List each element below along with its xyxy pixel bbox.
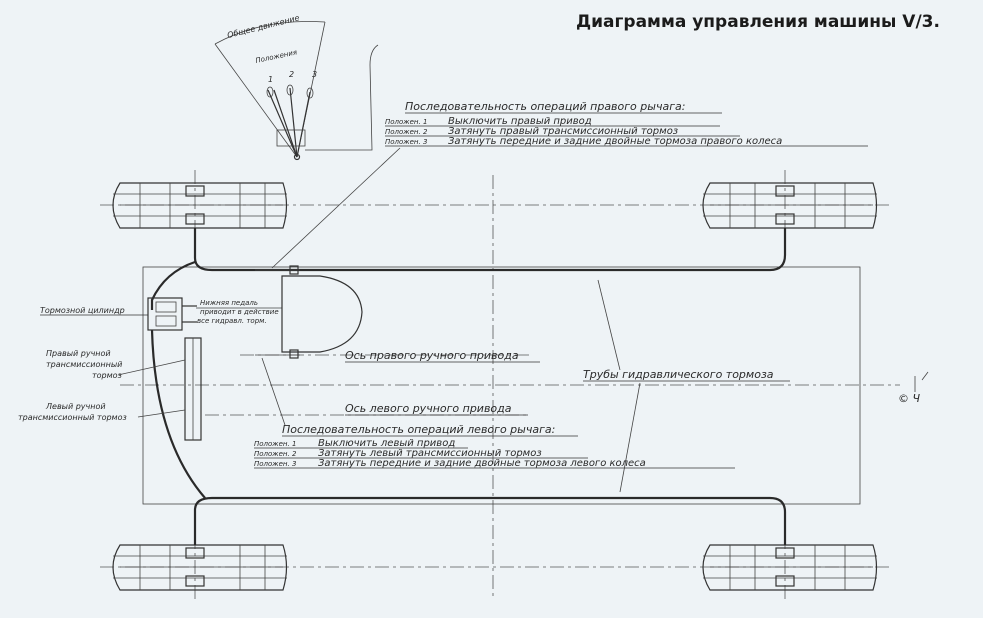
general-motion-label: Общее движение [226, 13, 300, 40]
right-step-2-pos: Положен. 2 [385, 128, 428, 136]
left-step-2-text: Затянуть левый трансмиссионный тормоз [318, 448, 542, 459]
brake-drum [775, 213, 795, 225]
brake-cylinder-assembly: Нижняя педаль приводит в действие все ги… [40, 297, 282, 331]
brake-drum [185, 575, 205, 587]
lever-knob-2 [286, 84, 294, 96]
pedal-label-3: все гидравл. торм. [197, 317, 267, 325]
left-axis-label: Ось левого ручного привода [345, 402, 512, 415]
pipes-leader-bottom [619, 382, 641, 493]
pipes-leader-top [597, 279, 621, 371]
brake-drum [185, 213, 205, 225]
track-top-left [112, 182, 288, 229]
brake-drum [775, 575, 795, 587]
left-lever-sequence: Последовательность операций левого рычаг… [254, 357, 735, 469]
lever-base [276, 129, 306, 147]
left-step-3-text: Затянуть передние и задние двойные тормо… [318, 458, 646, 469]
brake-cylinder [147, 297, 183, 331]
hydraulic-pipes [150, 228, 787, 545]
hand-transmission-brakes: Правый ручной трансмиссионный тормоз Лев… [18, 337, 202, 441]
right-trans-brake-label-3: тормоз [92, 371, 122, 380]
seat-outline [305, 44, 379, 151]
brake-drum [775, 185, 795, 197]
position-2-label: 2 [289, 70, 294, 79]
brake-drum [185, 547, 205, 559]
diagram-title: Диаграмма управления машины V/3. [576, 12, 940, 32]
right-lever-sequence: Последовательность операций правого рыча… [271, 100, 868, 269]
brake-drum [185, 185, 205, 197]
right-step-1-text: Выключить правый привод [448, 116, 592, 127]
track-bottom-left [112, 544, 288, 591]
brake-cylinder-label: Тормозной цилиндр [40, 306, 125, 315]
track-bottom-right [702, 544, 878, 591]
lever-knob-3 [306, 87, 314, 99]
copyright-mark: © Ч [898, 392, 920, 405]
positions-label: Положения [255, 48, 298, 65]
lever-pivot [293, 153, 301, 161]
left-step-2-pos: Положен. 2 [254, 450, 297, 458]
right-step-3-pos: Положен. 3 [385, 138, 427, 146]
lever-detail: Общее движение Положения 1 2 3 [214, 13, 379, 161]
lever-housing [255, 265, 363, 359]
lever-sector-left [214, 43, 298, 158]
general-motion-arc [214, 21, 326, 45]
right-step-1-pos: Положен. 1 [385, 118, 427, 126]
position-3-label: 3 [312, 70, 317, 79]
right-axis-label: Ось правого ручного привода [345, 349, 519, 362]
left-lever-heading: Последовательность операций левого рычаг… [282, 423, 555, 436]
pipes-label: Трубы гидравлического тормоза [583, 368, 774, 381]
centerlines [100, 170, 900, 600]
left-step-1-pos: Положен. 1 [254, 440, 296, 448]
left-sequence-leader [261, 357, 286, 426]
pedal-label-2: приводит в действие [200, 308, 279, 316]
author-sign [914, 371, 929, 392]
left-trans-brake-label-1: Левый ручной [45, 402, 106, 411]
right-lever-heading: Последовательность операций правого рыча… [405, 100, 685, 113]
right-step-3-text: Затянуть передние и задние двойные тормо… [448, 136, 782, 147]
pedal-label-1: Нижняя педаль [200, 299, 258, 307]
lever-rod-2 [289, 87, 298, 158]
chassis-frame [142, 266, 861, 505]
lever-rod-3 [296, 91, 311, 158]
position-1-label: 1 [268, 75, 273, 84]
left-step-1-text: Выключить левый привод [318, 438, 455, 449]
left-step-3-pos: Положен. 3 [254, 460, 296, 468]
right-trans-brake-label-2: трансмиссионный [46, 360, 122, 369]
right-step-2-text: Затянуть правый трансмиссионный тормоз [448, 126, 678, 137]
lever-knob-1 [266, 86, 274, 98]
brake-drum [775, 547, 795, 559]
right-trans-brake-label-1: Правый ручной [46, 349, 111, 358]
right-sequence-leader [271, 147, 401, 269]
track-top-right [702, 182, 878, 229]
left-trans-brake-label-2: трансмиссионный тормоз [18, 413, 127, 422]
